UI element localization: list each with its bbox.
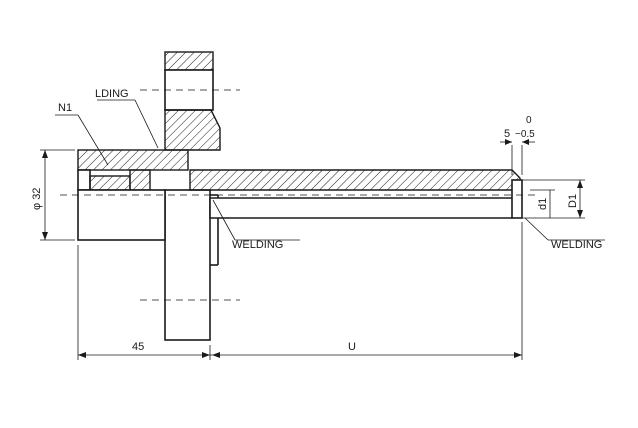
boss-left-wall	[77, 169, 91, 191]
tube-lower-wall	[209, 188, 521, 219]
dim-45: 45	[77, 245, 211, 360]
dim-45-label: 45	[132, 341, 144, 353]
tube	[189, 169, 523, 219]
dim-5-tolerance: 5 0 −0.5	[500, 115, 535, 175]
dim-d1-D1: d1 D1	[522, 179, 585, 219]
boss-lower-body	[77, 189, 166, 241]
tol-neg-label: −0.5	[515, 129, 535, 140]
thread-hatch	[89, 175, 131, 191]
leader-n1: N1	[55, 102, 109, 166]
welding-top-label: WELDING	[232, 239, 283, 251]
tube-upper-wall	[189, 169, 521, 191]
leader-lding: LDING	[95, 88, 159, 149]
flange-top-section	[164, 51, 214, 71]
n1-label: N1	[58, 102, 72, 114]
boss-top-hatch	[77, 149, 189, 171]
welding-right-label: WELDING	[551, 239, 602, 251]
dim-u: U	[210, 222, 523, 360]
leader-welding-top: WELDING	[212, 199, 300, 251]
flange-lower-body	[164, 189, 211, 341]
phi32-label: φ 32	[31, 188, 43, 210]
leader-welding-right: WELDING	[524, 217, 605, 251]
boss	[77, 149, 189, 241]
d1-label: d1	[537, 198, 549, 210]
boss-inner-hatch	[129, 169, 151, 191]
dim-u-label: U	[348, 341, 356, 353]
tol-5-label: 5	[504, 128, 510, 140]
flange	[164, 51, 221, 341]
D1-label: D1	[567, 194, 579, 208]
tol-0-label: 0	[526, 115, 532, 126]
tube-tip	[511, 179, 523, 219]
flange-middle-section	[164, 109, 221, 151]
dim-phi32: φ 32	[31, 149, 75, 241]
lding-label: LDING	[95, 88, 129, 100]
